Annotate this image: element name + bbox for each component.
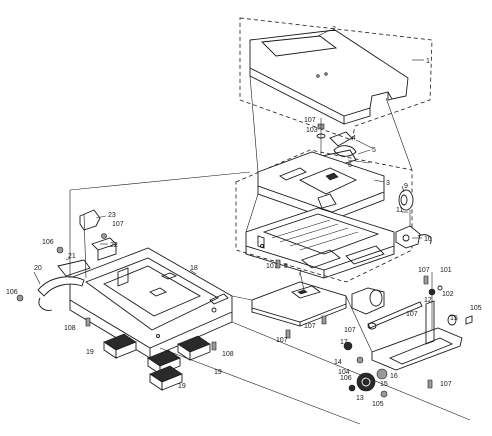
callout-23: 23	[108, 212, 116, 219]
rubber-feet	[103, 333, 211, 391]
callout-101: 101	[440, 267, 452, 274]
leader-lines	[33, 29, 424, 285]
callout-1: 1	[426, 58, 430, 65]
callout-16: 16	[390, 373, 398, 380]
callout-106a: 106	[42, 239, 54, 246]
callout-11: 11	[396, 207, 403, 214]
callout-3: 3	[386, 180, 390, 187]
callout-18: 18	[190, 265, 198, 272]
cover-label-plate	[261, 35, 338, 57]
callout-13: 13	[356, 395, 364, 402]
circuit-board	[251, 271, 347, 327]
callout-15b: 15	[380, 381, 388, 388]
bracket-part-23	[79, 209, 101, 231]
callout-107i: 107	[344, 327, 356, 334]
gear-cluster	[343, 341, 388, 398]
callout-21: 21	[68, 253, 76, 260]
callout-12: 12	[424, 297, 432, 304]
callout-104: 104	[338, 369, 350, 376]
callout-107f: 107	[418, 267, 430, 274]
motor-part	[351, 287, 385, 315]
assembly-lines	[69, 75, 471, 425]
shaft-part-12	[367, 301, 423, 329]
base-bracket-part-16	[371, 327, 463, 371]
callout-20: 20	[34, 265, 42, 272]
callout-10: 10	[424, 236, 432, 243]
chassis-dashed-outline	[235, 149, 413, 283]
callout-19a: 19	[86, 349, 94, 356]
callout-5: 5	[372, 147, 376, 154]
callout-14: 14	[334, 359, 342, 366]
callout-17: 17	[340, 339, 348, 346]
callout-108b: 108	[222, 351, 234, 358]
callout-105a: 105	[470, 305, 482, 312]
base-case-assembly	[69, 247, 233, 359]
callout-19c: 19	[178, 383, 186, 390]
callout-107e: 107	[276, 337, 288, 344]
callout-108a: 108	[64, 325, 76, 332]
callout-7: 7	[298, 270, 302, 277]
callout-105b: 105	[372, 401, 384, 408]
cable-part-20	[37, 276, 85, 297]
callout-9: 9	[404, 183, 408, 190]
gear-part-17	[343, 341, 353, 351]
top-cover-dashed-outline	[239, 17, 433, 141]
callout-102: 102	[442, 291, 454, 298]
callout-106b: 106	[6, 289, 18, 296]
callout-107h: 107	[440, 381, 452, 388]
callout-107g: 107	[406, 311, 418, 318]
drive-mechanism	[351, 189, 473, 371]
callout-22: 22	[110, 242, 118, 249]
callout-103: 103	[306, 127, 318, 134]
callout-2: 2	[332, 26, 336, 33]
callout-labels: 1 2 3 4 5 6 7 8 9 10 11 12 13 14 15 15 1…	[6, 26, 482, 408]
chassis-assembly	[235, 149, 413, 283]
callout-4: 4	[352, 135, 356, 142]
callout-107d: 107	[304, 323, 316, 330]
callout-19b: 19	[214, 369, 222, 376]
callout-8: 8	[284, 263, 288, 270]
screws	[85, 259, 433, 389]
callout-107c: 107	[266, 263, 278, 270]
bracket-part-10	[395, 225, 421, 249]
callout-15a: 15	[450, 315, 458, 322]
callout-6: 6	[348, 162, 352, 169]
left-hardware	[16, 209, 117, 311]
callout-107b: 107	[112, 221, 124, 228]
top-cover-assembly	[239, 17, 433, 141]
callout-106c: 106	[340, 375, 352, 382]
callout-107a: 107	[304, 117, 316, 124]
gear-part-13	[356, 372, 376, 392]
